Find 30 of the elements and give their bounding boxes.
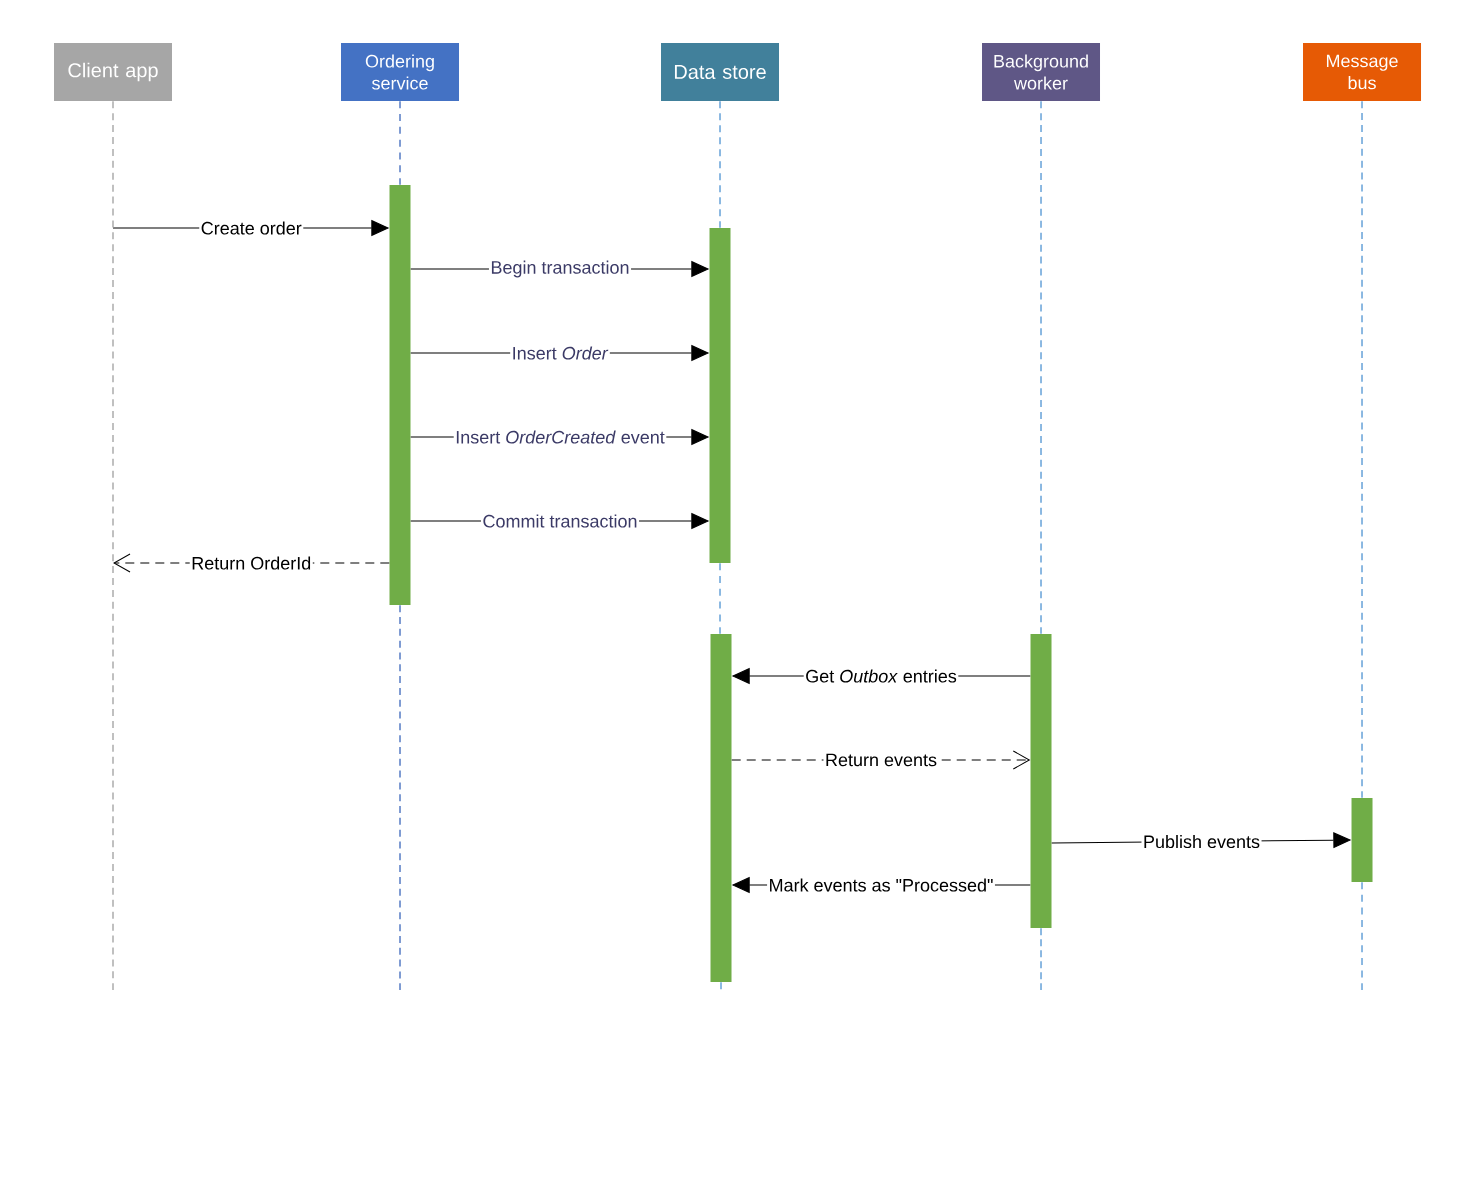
lifeline (1040, 100, 1042, 635)
activation-bar (709, 228, 731, 563)
participant-box: Background worker (982, 43, 1100, 101)
lifeline (112, 100, 114, 991)
lifeline (399, 100, 401, 186)
lifeline (720, 981, 722, 991)
activation-bar (1351, 798, 1373, 882)
edge-label: Begin transaction (488, 259, 632, 279)
lifeline (719, 100, 721, 229)
activation-bar (710, 634, 732, 982)
edge-label: Insert OrderCreated event (453, 428, 667, 446)
edge-label: Get Outbox entries (803, 667, 959, 685)
participant-box: Message bus (1303, 43, 1421, 101)
participant-box: Data store (661, 43, 779, 101)
lifeline (1040, 927, 1042, 991)
activation-bar (1030, 634, 1052, 928)
edge-label: Insert Order (510, 344, 610, 362)
edge-label: Return OrderId (189, 554, 313, 572)
lifeline (1361, 100, 1363, 799)
lifeline (719, 562, 721, 635)
edge-label: Return events (823, 752, 939, 768)
activation-bar (389, 185, 411, 605)
edge-label: Publish events (1141, 833, 1262, 850)
participant-box: Client app (54, 43, 172, 101)
edge-label: Mark events as "Processed" (767, 876, 995, 894)
lifeline (399, 604, 401, 991)
participant-box: Ordering service (341, 43, 459, 101)
edge-label: Create order (199, 219, 304, 237)
lifeline (1361, 881, 1363, 991)
edge-label: Commit transaction (481, 512, 640, 530)
